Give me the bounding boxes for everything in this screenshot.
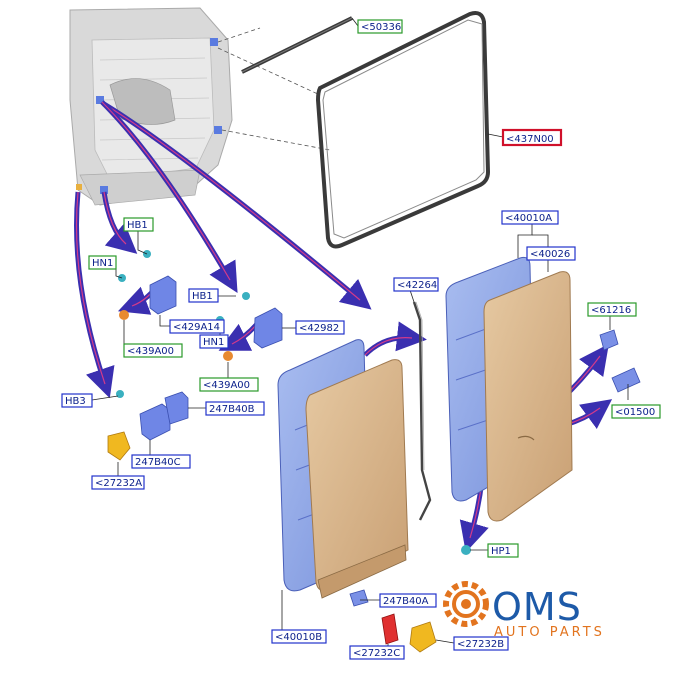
callout-01500: <01500 xyxy=(611,404,661,419)
callout-box xyxy=(487,543,519,558)
dash-line-2 xyxy=(217,47,321,96)
callout-437n00: <437N00 xyxy=(501,128,563,147)
callout-box xyxy=(169,319,225,334)
callout-439a00a: <439A00 xyxy=(123,343,183,358)
callout-hb3: HB3 xyxy=(61,393,93,408)
callout-40010b: <40010B xyxy=(271,629,327,644)
callout-label: <42264 xyxy=(397,280,437,291)
callout-box xyxy=(349,645,405,660)
callout-label: 247B40B xyxy=(209,404,255,415)
callout-box xyxy=(123,343,183,358)
left-rear-door xyxy=(277,339,409,599)
callout-247b40a: 247B40A xyxy=(379,593,437,608)
logo-subtitle: AUTO PARTS xyxy=(494,625,605,640)
callout-box xyxy=(393,277,439,292)
callout-label: HP1 xyxy=(491,546,511,557)
callout-box xyxy=(188,288,219,303)
callout-label: HB1 xyxy=(192,291,213,302)
callout-27232a: <27232A xyxy=(91,475,145,490)
callout-label: <439A00 xyxy=(127,346,174,357)
callout-box xyxy=(91,475,145,490)
callout-label: <27232B xyxy=(457,639,504,650)
check-strap xyxy=(412,301,432,521)
callout-box xyxy=(205,401,265,416)
callout-label: HN1 xyxy=(203,337,224,348)
callout-label: <40010A xyxy=(505,213,552,224)
dash-line-3 xyxy=(221,129,331,151)
callout-hn1b: HN1 xyxy=(199,334,229,349)
callout-439a00b: <439A00 xyxy=(199,377,259,392)
callout-label: <61216 xyxy=(591,305,631,316)
van-rear-body xyxy=(69,7,233,206)
callout-box xyxy=(199,334,229,349)
callout-hp1: HP1 xyxy=(487,543,519,558)
callout-box xyxy=(611,404,661,419)
callout-label: HB3 xyxy=(65,396,86,407)
callout-box xyxy=(295,320,345,335)
callout-label: <439A00 xyxy=(203,380,250,391)
hinge-lower xyxy=(107,390,189,461)
callout-label: <40026 xyxy=(530,249,570,260)
gear-icon xyxy=(443,581,489,627)
dash-line-1 xyxy=(217,27,261,43)
callout-label: 247B40A xyxy=(383,596,429,607)
callout-42264: <42264 xyxy=(393,277,439,292)
callout-label: HN1 xyxy=(92,258,113,269)
callout-label: <429A14 xyxy=(173,322,220,333)
callout-box xyxy=(453,636,509,651)
callout-hb1b: HB1 xyxy=(188,288,219,303)
right-rear-door xyxy=(445,256,573,522)
callout-247b40b: 247B40B xyxy=(205,401,265,416)
callout-box xyxy=(501,128,563,147)
assembly-arrows xyxy=(74,100,613,553)
callout-box xyxy=(357,19,403,34)
callout-box xyxy=(271,629,327,644)
callout-label: <27232C xyxy=(353,648,400,659)
hinge-upper xyxy=(118,250,177,320)
callout-label: <42982 xyxy=(299,323,339,334)
callout-40010a: <40010A xyxy=(501,210,559,225)
callout-label: <40010B xyxy=(275,632,322,643)
callout-label: <01500 xyxy=(615,407,655,418)
callout-40026: <40026 xyxy=(526,246,576,261)
callout-50336: <50336 xyxy=(357,19,403,34)
callout-61216: <61216 xyxy=(587,302,637,317)
callout-box xyxy=(61,393,93,408)
hinge-middle xyxy=(216,292,283,361)
callout-hb1a: HB1 xyxy=(123,217,154,232)
callout-box xyxy=(88,255,117,270)
callout-label: <437N00 xyxy=(506,134,554,145)
lower-door-fittings xyxy=(349,589,437,653)
right-door-fittings xyxy=(461,329,641,555)
callout-27232b: <27232B xyxy=(453,636,509,651)
logo-wordmark: OMS xyxy=(492,585,582,629)
callout-box xyxy=(123,217,154,232)
door-seal xyxy=(315,11,491,249)
callout-box xyxy=(501,210,559,225)
callout-27232c: <27232C xyxy=(349,645,405,660)
callout-hn1a: HN1 xyxy=(88,255,117,270)
callout-label: 247B40C xyxy=(135,457,181,468)
top-seal-strip xyxy=(241,16,353,74)
oms-logo: OMS AUTO PARTS xyxy=(443,581,605,640)
callout-label: HB1 xyxy=(127,220,148,231)
callout-247b40c: 247B40C xyxy=(131,454,191,469)
callout-429a14: <429A14 xyxy=(169,319,225,334)
callout-label: <27232A xyxy=(95,478,142,489)
callout-box xyxy=(587,302,637,317)
callout-box xyxy=(131,454,191,469)
callout-box xyxy=(199,377,259,392)
callout-box xyxy=(526,246,576,261)
callout-box xyxy=(379,593,437,608)
van-hinge-clips xyxy=(76,38,222,194)
callout-label: <50336 xyxy=(361,22,401,33)
callout-42982: <42982 xyxy=(295,320,345,335)
